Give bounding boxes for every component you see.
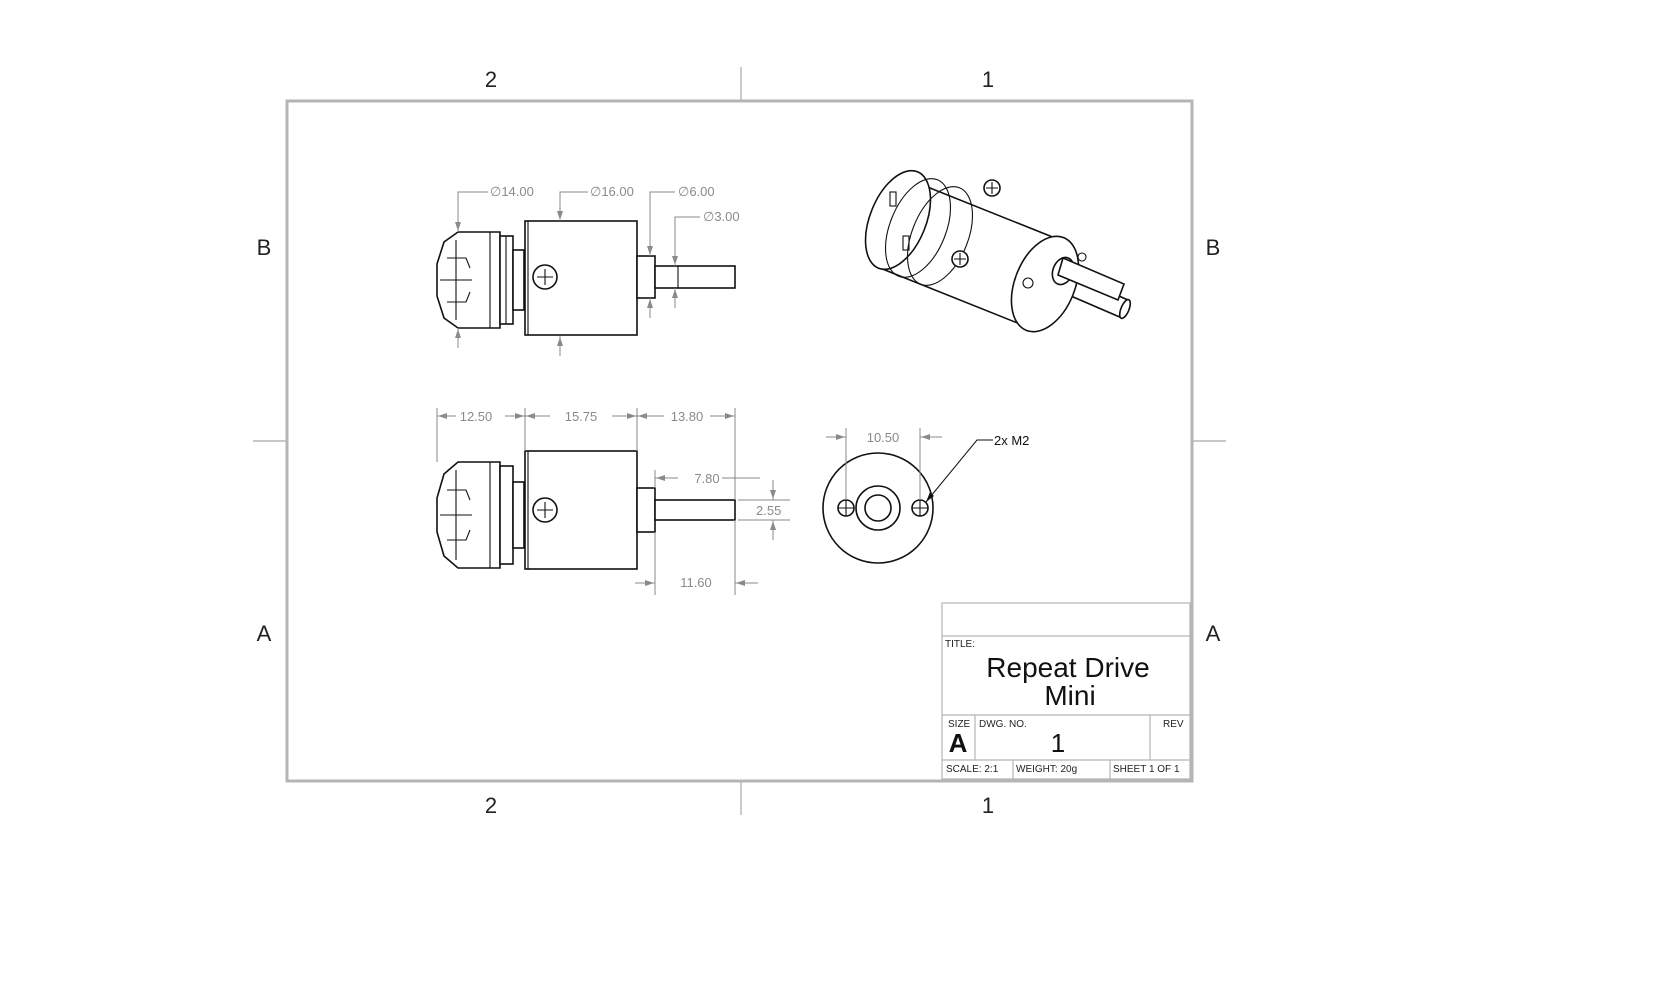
coupling-ring-side bbox=[499, 465, 514, 565]
shaft-side bbox=[654, 499, 736, 521]
end-shaft bbox=[864, 494, 892, 522]
dim-dia-16: ∅16.00 bbox=[590, 184, 634, 199]
dim-2-55: 2.55 bbox=[756, 503, 781, 518]
dim-dia-6: ∅6.00 bbox=[678, 184, 715, 199]
dim-13-80: 13.80 bbox=[671, 409, 704, 424]
title-block: TITLE: Repeat Drive Mini SIZE A DWG. NO.… bbox=[941, 602, 1191, 780]
zone-label-col-2-top: 2 bbox=[485, 67, 497, 92]
zone-label-col-1-top: 1 bbox=[982, 67, 994, 92]
dim-10-50: 10.50 bbox=[867, 430, 900, 445]
dim-dia-3: ∅3.00 bbox=[703, 209, 740, 224]
shaft-collar-top bbox=[636, 255, 656, 299]
zone-label-row-b-right: B bbox=[1206, 235, 1221, 260]
drawing-title-line-1: Repeat Drive bbox=[986, 652, 1149, 683]
zone-label-row-b-left: B bbox=[257, 235, 272, 260]
weight-field: WEIGHT: 20g bbox=[1016, 764, 1077, 775]
dim-dia-14: ∅14.00 bbox=[490, 184, 534, 199]
dim-12-50: 12.50 bbox=[460, 409, 493, 424]
scale-field: SCALE: 2:1 bbox=[946, 764, 999, 775]
sheet-field: SHEET 1 OF 1 bbox=[1113, 764, 1180, 775]
rev-label: REV bbox=[1163, 719, 1184, 730]
size-label: SIZE bbox=[948, 719, 971, 730]
shaft-collar-side bbox=[636, 487, 656, 533]
end-view: 10.50 2x M2 bbox=[822, 428, 1029, 564]
drawing-title-line-2: Mini bbox=[1044, 680, 1095, 711]
top-view: ∅14.00 ∅16.00 ∅6.00 ∅3.00 bbox=[436, 184, 740, 356]
zone-label-row-a-right: A bbox=[1206, 621, 1221, 646]
size-value: A bbox=[949, 728, 968, 758]
iso-encoder bbox=[864, 169, 932, 271]
dwg-no-label: DWG. NO. bbox=[979, 719, 1027, 730]
isometric-view bbox=[864, 169, 1132, 333]
dim-15-75: 15.75 bbox=[565, 409, 598, 424]
zone-label-col-2-bottom: 2 bbox=[485, 793, 497, 818]
dim-7-80: 7.80 bbox=[694, 471, 719, 486]
side-view: 12.50 15.75 13.80 7.80 2.55 11.60 bbox=[436, 408, 790, 595]
title-label: TITLE: bbox=[945, 639, 975, 650]
dwg-no-value: 1 bbox=[1051, 728, 1065, 758]
dim-11-60: 11.60 bbox=[680, 575, 712, 590]
zone-label-col-1-bottom: 1 bbox=[982, 793, 994, 818]
callout-2x-m2: 2x M2 bbox=[994, 433, 1029, 448]
shaft-top bbox=[654, 265, 736, 289]
zone-label-row-a-left: A bbox=[257, 621, 272, 646]
